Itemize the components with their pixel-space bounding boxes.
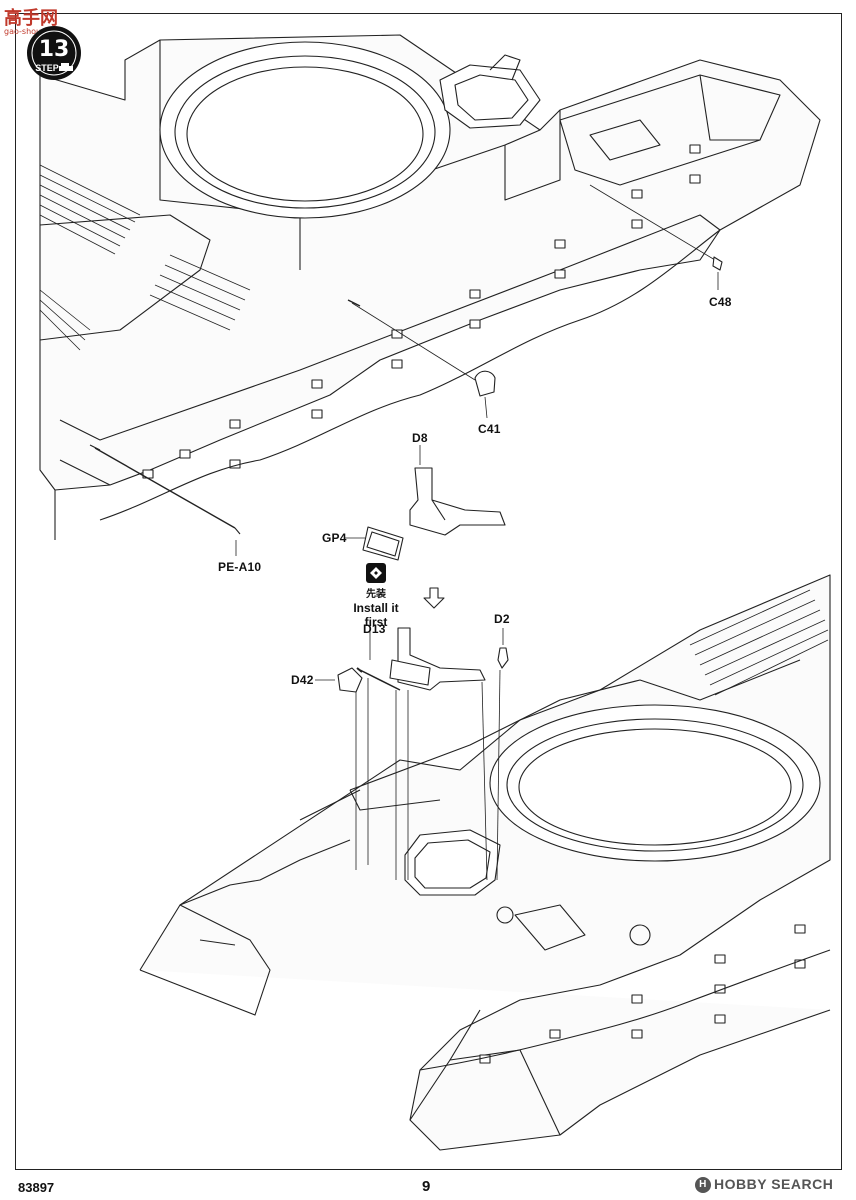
step-label: STEP [35,63,59,73]
part-label-d8: D8 [412,431,428,445]
install-first-icon [366,563,386,583]
part-label-pe-a10: PE-A10 [218,560,262,574]
part-label-gp4: GP4 [322,531,347,545]
part-label-d42: D42 [291,673,314,687]
hobby-search-logo-icon: H [695,1177,711,1194]
install-first-note: 先装 Install it first [341,563,411,629]
step-number: 13 [39,37,70,62]
source-name: HOBBY SEARCH [714,1176,834,1192]
step-badge: 13 STEP [25,24,83,82]
install-note-cn: 先装 [366,589,386,600]
step-gear-icon: 13 STEP [27,26,81,80]
page-number: 9 [422,1178,431,1195]
page-frame [15,13,842,1170]
kit-number: 83897 [18,1180,55,1195]
install-note-en: Install it first [353,601,399,629]
watermark-logo: 高手网 gao-shou.com [4,8,61,36]
part-label-d13: D13 [363,622,386,636]
part-label-c41: C41 [478,422,501,436]
part-label-c48: C48 [709,295,732,309]
part-label-d2: D2 [494,612,510,626]
